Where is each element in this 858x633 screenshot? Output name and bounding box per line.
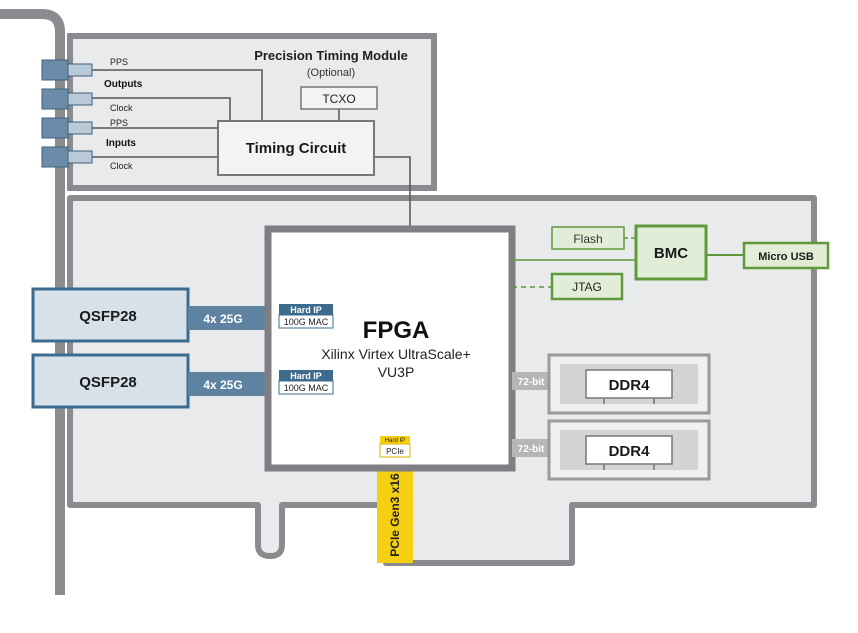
- mem-width-top-label: 72-bit: [518, 377, 545, 388]
- micro-usb-label: Micro USB: [758, 251, 814, 263]
- timing-module-title: Precision Timing Module: [254, 48, 408, 63]
- sma-connector-pps-out: [41, 59, 93, 81]
- clock-in-label: Clock: [110, 161, 133, 171]
- jtag-label: JTAG: [572, 280, 602, 294]
- tcxo-label: TCXO: [322, 92, 355, 106]
- timing-circuit-label: Timing Circuit: [246, 140, 347, 157]
- link-bar-top: [188, 306, 268, 330]
- pps-out-label: PPS: [110, 57, 128, 67]
- fpga-chip: [264, 225, 516, 472]
- management-lines: [512, 237, 744, 288]
- sma-connector-pps-in: [41, 117, 93, 139]
- hard-ip-bottom-title: Hard IP: [290, 371, 322, 381]
- hard-ip-mac-bottom: Hard IP 100G MAC: [278, 370, 334, 395]
- hard-ip-top-sub: 100G MAC: [284, 317, 329, 327]
- bmc-label: BMC: [654, 245, 688, 262]
- fpga-device-line1: Xilinx Virtex UltraScale+: [321, 346, 471, 362]
- pcie-lane-bar: [377, 468, 413, 563]
- hard-ip-top-title: Hard IP: [290, 305, 322, 315]
- qsfp28-port-top: [31, 287, 190, 343]
- ddr4-bottom-label: DDR4: [609, 443, 650, 460]
- qsfp28-top-label: QSFP28: [79, 308, 137, 325]
- bmc-box: [634, 224, 708, 281]
- sma-connector-clock-in: [41, 146, 93, 168]
- fpga-title: FPGA: [363, 317, 430, 344]
- micro-usb-box: [742, 241, 830, 270]
- hard-ip-mac-top: Hard IP 100G MAC: [278, 304, 334, 329]
- inputs-label: Inputs: [106, 138, 136, 149]
- outputs-label: Outputs: [104, 79, 143, 90]
- link-bar-bottom: [188, 372, 268, 396]
- pcie-host-label: PCIe Gen3 x16: [388, 473, 402, 557]
- mem-bus-bottom: [512, 439, 549, 457]
- pcie-bracket: [0, 9, 65, 595]
- hard-ip-pcie: Hard IP PCIe: [379, 436, 411, 458]
- flash-box: [551, 226, 625, 250]
- jtag-box: [550, 272, 624, 301]
- timing-module-subtitle: (Optional): [307, 67, 355, 79]
- flash-label: Flash: [573, 232, 602, 246]
- ddr4-top-label: DDR4: [609, 377, 650, 394]
- hard-ip-pcie-sub: PCIe: [386, 447, 404, 456]
- link-top-label: 4x 25G: [203, 312, 242, 326]
- ddr4-slot-bottom: [547, 419, 711, 481]
- mem-width-bottom-label: 72-bit: [518, 444, 545, 455]
- ddr4-slot-top: [547, 353, 711, 415]
- hard-ip-bottom-sub: 100G MAC: [284, 383, 329, 393]
- fpga-device-line2: VU3P: [378, 364, 415, 380]
- timing-signal-lines: [92, 69, 411, 229]
- pps-in-label: PPS: [110, 118, 128, 128]
- link-bottom-label: 4x 25G: [203, 378, 242, 392]
- clock-out-label: Clock: [110, 103, 133, 113]
- timing-circuit-box: [217, 120, 375, 176]
- qsfp28-bottom-label: QSFP28: [79, 374, 137, 391]
- sma-connector-clock-out: [41, 88, 93, 110]
- tcxo-box: [300, 86, 378, 110]
- hard-ip-pcie-title: Hard IP: [385, 438, 405, 444]
- mem-bus-top: [512, 372, 549, 390]
